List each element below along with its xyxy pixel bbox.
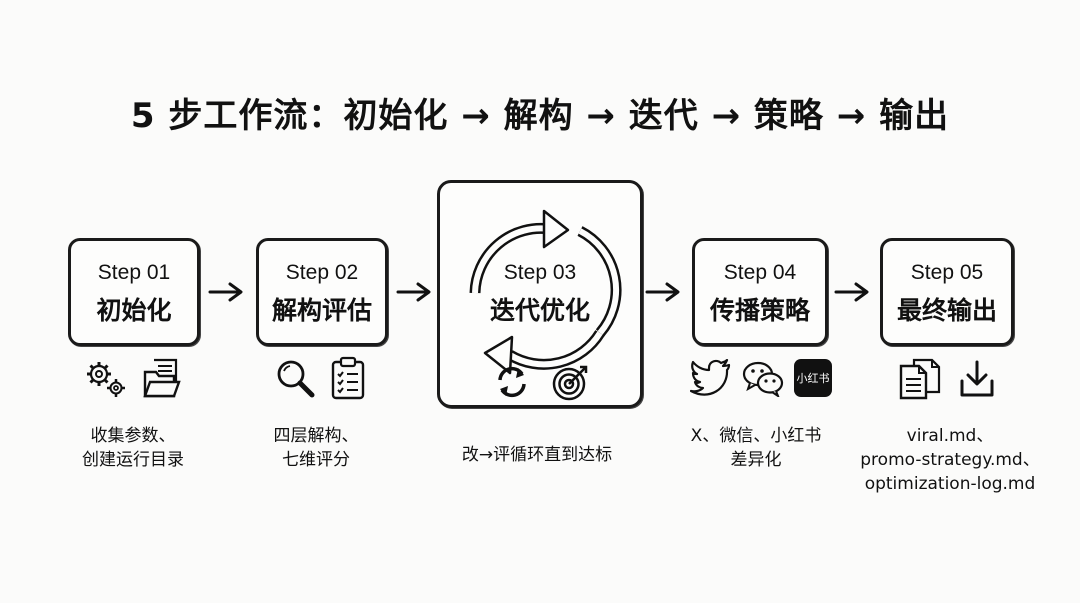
target-icon	[552, 365, 588, 401]
step-04-label: Step 04	[723, 261, 797, 284]
step-01-caption: 收集参数、 创建运行目录	[48, 424, 218, 472]
step-02-box: Step 02 解构评估	[256, 238, 388, 346]
caption-line: 收集参数、	[90, 426, 176, 446]
step-03-caption: 改→评循环直到达标	[430, 443, 644, 467]
step-02-label: Step 02	[285, 261, 359, 284]
step-04-box: Step 04 传播策略	[692, 238, 828, 346]
caption-line: 改→评循环直到达标	[461, 445, 613, 465]
flow-arrow-2	[396, 282, 431, 302]
step-05-box: Step 05 最终输出	[880, 238, 1014, 346]
caption-line: 七维评分	[282, 450, 350, 470]
clipboard-checklist-icon	[331, 356, 365, 400]
step-03-box: Step 03 迭代优化	[437, 180, 643, 408]
step-01-box: Step 01 初始化	[68, 238, 200, 346]
step-03-label: Step 03	[503, 261, 577, 284]
caption-line: 差异化	[730, 450, 782, 470]
refresh-icon	[498, 366, 526, 398]
caption-line: promo-strategy.md、	[860, 450, 1040, 470]
step-01-name: 初始化	[96, 296, 172, 325]
step-05-caption: viral.md、 promo-strategy.md、 optimizatio…	[850, 424, 1050, 496]
flow-arrow-3	[645, 282, 680, 302]
caption-line: X、微信、小红书	[690, 426, 822, 446]
download-icon	[960, 360, 994, 397]
step-04-caption: X、微信、小红书 差异化	[668, 424, 844, 472]
page-title: 5 步工作流：初始化 → 解构 → 迭代 → 策略 → 输出	[130, 96, 950, 136]
documents-icon	[899, 358, 941, 400]
step-02-caption: 四层解构、 七维评分	[236, 424, 396, 472]
xiaohongshu-icon: 小红书	[794, 359, 832, 397]
step-04-name: 传播策略	[709, 296, 810, 325]
folder-icon	[143, 358, 181, 398]
step-03-name: 迭代优化	[489, 296, 590, 325]
caption-line: optimization-log.md	[864, 474, 1036, 494]
cycle-arrows-icon	[469, 209, 622, 375]
gears-icon	[87, 362, 125, 397]
step-01-label: Step 01	[97, 261, 171, 284]
caption-line: viral.md、	[906, 426, 994, 446]
step-05-label: Step 05	[910, 261, 984, 284]
twitter-bird-icon	[690, 359, 731, 396]
magnifier-icon	[277, 360, 315, 398]
step-05-name: 最终输出	[896, 296, 997, 325]
step-02-name: 解构评估	[271, 296, 372, 325]
caption-line: 创建运行目录	[82, 450, 184, 470]
flow-arrow-4	[834, 282, 869, 302]
wechat-icon	[742, 361, 784, 397]
caption-line: 四层解构、	[273, 426, 359, 446]
flow-arrow-1	[208, 282, 243, 302]
